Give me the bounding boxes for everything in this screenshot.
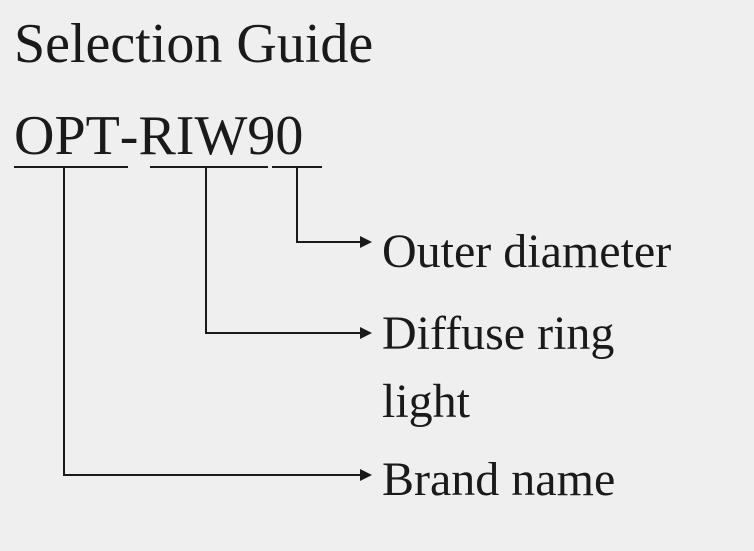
code-separator: - [119,105,139,167]
label-brand-name: Brand name [382,453,616,506]
label-diffuse-line-2: light [382,375,471,428]
label-diffuse-ring-light: Diffuse ring light [382,300,614,436]
label-outer-diameter: Outer diameter [382,225,672,278]
model-code: OPT-RIW90 [14,104,303,168]
code-segment-brand: OPT [14,105,120,167]
code-segment-type: RIW [138,105,248,167]
page-title: Selection Guide [14,13,374,75]
label-diffuse-line-1: Diffuse ring [382,307,615,360]
connector-brand-name [63,167,372,481]
code-segment-size: 90 [247,105,304,167]
connector-outer-diameter [296,167,372,248]
connector-diffuse-ring [205,167,372,339]
